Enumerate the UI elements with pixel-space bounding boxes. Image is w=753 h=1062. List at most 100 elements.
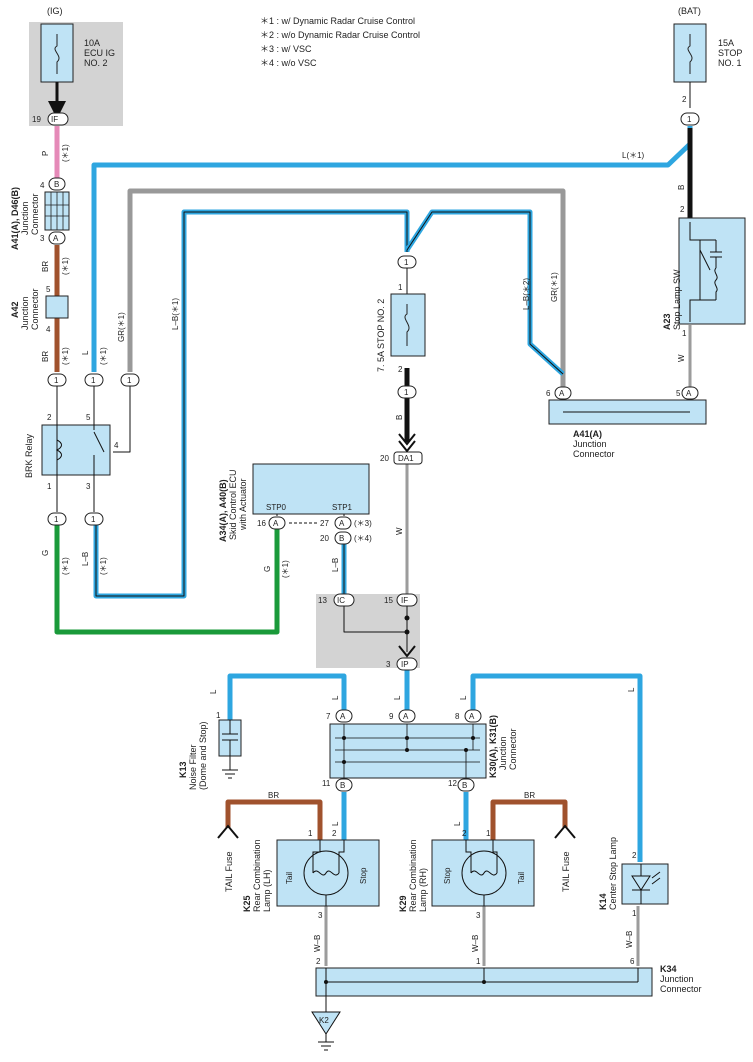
svg-text:2: 2	[632, 851, 637, 860]
svg-text:＊2 : w/o Dynamic Radar Cruise: ＊2 : w/o Dynamic Radar Cruise Control	[260, 30, 420, 40]
svg-text:Stop: Stop	[443, 867, 452, 884]
svg-text:L–B: L–B	[331, 558, 340, 572]
wire-green-g	[54, 525, 280, 635]
svg-text:L–B(＊2): L–B(＊2)	[522, 278, 531, 310]
svg-text:1: 1	[687, 115, 692, 124]
svg-text:2: 2	[47, 413, 52, 422]
svg-text:20: 20	[380, 454, 389, 463]
svg-text:Junction: Junction	[20, 201, 30, 235]
svg-text:K2: K2	[319, 1016, 329, 1025]
svg-text:3: 3	[476, 911, 481, 920]
svg-text:TAIL Fuse: TAIL Fuse	[561, 851, 571, 892]
svg-text:W–B: W–B	[471, 935, 480, 952]
bat-fuse: (BAT) 15A STOP NO. 1 2 1	[673, 6, 742, 126]
junction-a42: A42 Junction Connector 5 4	[10, 285, 69, 334]
svg-text:STP1: STP1	[332, 503, 353, 512]
svg-text:1: 1	[682, 329, 687, 338]
svg-text:G: G	[41, 550, 50, 556]
svg-text:(＊3): (＊3)	[354, 519, 372, 528]
svg-text:1: 1	[91, 376, 96, 385]
svg-text:A23: A23	[662, 313, 672, 330]
svg-text:STP0: STP0	[266, 503, 287, 512]
svg-text:Lamp (RH): Lamp (RH)	[418, 868, 428, 912]
svg-text:L: L	[331, 695, 340, 700]
svg-text:L–B: L–B	[81, 552, 90, 566]
svg-text:L: L	[453, 821, 462, 826]
svg-text:Junction: Junction	[498, 736, 508, 770]
svg-text:2: 2	[316, 957, 321, 966]
svg-text:4: 4	[46, 325, 51, 334]
svg-text:9: 9	[389, 712, 394, 721]
svg-text:A: A	[686, 389, 692, 398]
ig-fuse: (IG) 10A ECU IG NO. 2 IF 19	[32, 6, 115, 126]
svg-text:IF: IF	[401, 596, 408, 605]
svg-text:(＊1): (＊1)	[61, 257, 70, 275]
svg-text:K29: K29	[398, 895, 408, 912]
ground-k2: K2	[311, 1011, 341, 1051]
svg-text:5: 5	[46, 285, 51, 294]
instrument-junction: 13 IC 15 IF 3 IP	[318, 593, 418, 671]
svg-text:L: L	[209, 689, 218, 694]
svg-text:G: G	[263, 566, 272, 572]
svg-text:6: 6	[630, 957, 635, 966]
svg-text:15A: 15A	[718, 38, 734, 48]
svg-text:A: A	[403, 712, 409, 721]
svg-text:8: 8	[455, 712, 460, 721]
svg-text:Junction: Junction	[573, 439, 607, 449]
svg-text:1: 1	[404, 258, 409, 267]
svg-text:Junction: Junction	[20, 296, 30, 330]
svg-text:10A: 10A	[84, 38, 100, 48]
svg-text:4: 4	[40, 181, 45, 190]
svg-text:(＊1): (＊1)	[99, 557, 108, 575]
svg-text:Tail: Tail	[285, 872, 294, 884]
wire-br-lh	[225, 799, 323, 840]
svg-text:BR: BR	[524, 791, 535, 800]
wire-gray-gr	[127, 188, 566, 390]
svg-text:6: 6	[546, 389, 551, 398]
svg-text:＊4 : w/o VSC: ＊4 : w/o VSC	[260, 58, 317, 68]
svg-text:1: 1	[404, 388, 409, 397]
svg-text:Skid Control ECU: Skid Control ECU	[228, 469, 238, 540]
svg-text:5: 5	[86, 413, 91, 422]
svg-text:Connector: Connector	[573, 449, 615, 459]
svg-text:1: 1	[486, 829, 491, 838]
svg-text:2: 2	[462, 829, 467, 838]
skid-control-ecu: A34(A), A40(B) Skid Control ECU with Act…	[218, 463, 372, 545]
tail-fuse-rh: TAIL Fuse	[554, 824, 576, 892]
svg-text:27: 27	[320, 519, 329, 528]
svg-text:TAIL Fuse: TAIL Fuse	[224, 851, 234, 892]
svg-text:11: 11	[322, 779, 331, 788]
svg-text:3: 3	[386, 660, 391, 669]
svg-text:Connector: Connector	[30, 193, 40, 235]
svg-text:19: 19	[32, 115, 41, 124]
svg-text:IF: IF	[51, 115, 58, 124]
svg-text:(Dome and Stop): (Dome and Stop)	[198, 721, 208, 790]
svg-text:BRK Relay: BRK Relay	[24, 433, 34, 478]
svg-text:K34: K34	[660, 964, 677, 974]
stop-no2-fuse: 1 1 7. 5A STOP NO. 2 2 1	[376, 255, 426, 399]
center-stop-lamp-k14: 2 1 K14 Center Stop Lamp	[598, 837, 669, 918]
svg-text:20: 20	[320, 534, 329, 543]
stop-lamp-switch: 2 A23 Stop Lamp SW 1	[662, 205, 746, 338]
svg-text:1: 1	[398, 283, 403, 292]
svg-text:L: L	[331, 821, 340, 826]
svg-text:Connector: Connector	[508, 728, 518, 770]
svg-text:ECU IG: ECU IG	[84, 48, 115, 58]
wire-br-rh	[490, 799, 568, 840]
svg-text:3: 3	[86, 482, 91, 491]
svg-text:1: 1	[216, 711, 221, 720]
svg-text:A34(A), A40(B): A34(A), A40(B)	[218, 479, 228, 542]
svg-text:L: L	[459, 695, 468, 700]
svg-text:7: 7	[326, 712, 331, 721]
svg-text:DA1: DA1	[398, 454, 414, 463]
svg-text:Rear Combination: Rear Combination	[252, 839, 262, 912]
svg-text:P: P	[41, 151, 50, 156]
svg-text:W: W	[395, 527, 404, 535]
notes: ＊1 : w/ Dynamic Radar Cruise Control ＊2 …	[260, 16, 420, 68]
svg-text:A: A	[559, 389, 565, 398]
svg-text:NO. 1: NO. 1	[718, 58, 742, 68]
wire-l-k13	[227, 673, 347, 720]
svg-text:12: 12	[448, 779, 457, 788]
svg-text:Connector: Connector	[660, 984, 702, 994]
